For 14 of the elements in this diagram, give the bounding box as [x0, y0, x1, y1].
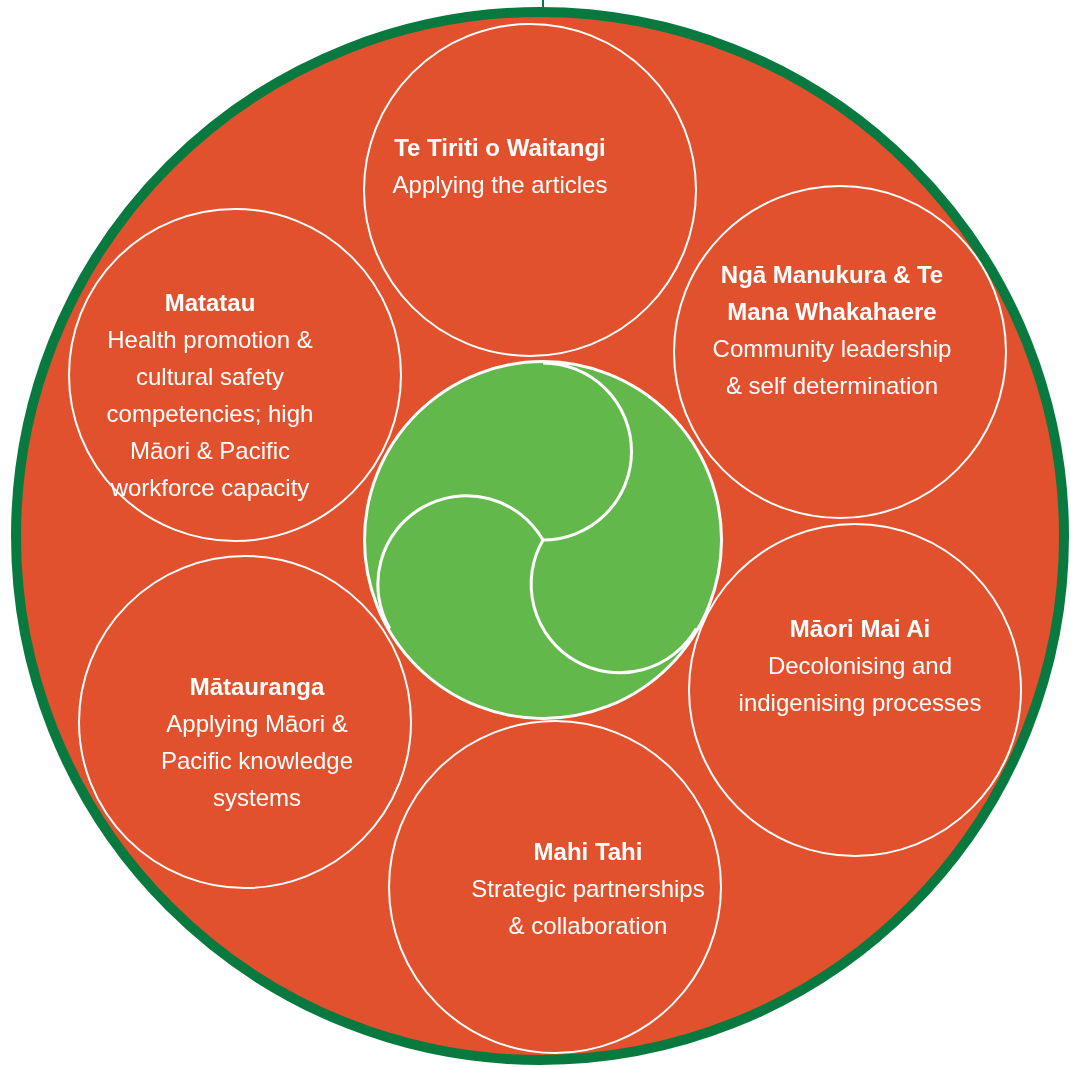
- petal-heading: Te Tiriti o Waitangi: [393, 133, 607, 163]
- petal-description: Applying Māori & Pacific knowledge systems: [159, 709, 355, 813]
- petal-heading: Ngā Manukura & Te Mana Whakahaere: [719, 260, 945, 327]
- petal-description: Decolonising and indigenising processes: [737, 650, 983, 718]
- petal-circle: [363, 23, 697, 357]
- petal-heading: Matatau: [163, 288, 257, 318]
- petal-description: Health promotion & cultural safety competencies; high Māori & Pacific workforce capacity: [105, 325, 315, 503]
- petal-description: Applying the articles: [391, 170, 609, 200]
- petal-circle: [388, 720, 722, 1054]
- petal-description: Community leadership & self determination: [711, 334, 953, 401]
- petal-heading: Mahi Tahi: [532, 836, 644, 867]
- petal-description: Strategic partnerships & collaboration: [470, 873, 706, 941]
- petal-heading: Māori Mai Ai: [788, 613, 932, 644]
- petal-heading: Mātauranga: [188, 672, 326, 702]
